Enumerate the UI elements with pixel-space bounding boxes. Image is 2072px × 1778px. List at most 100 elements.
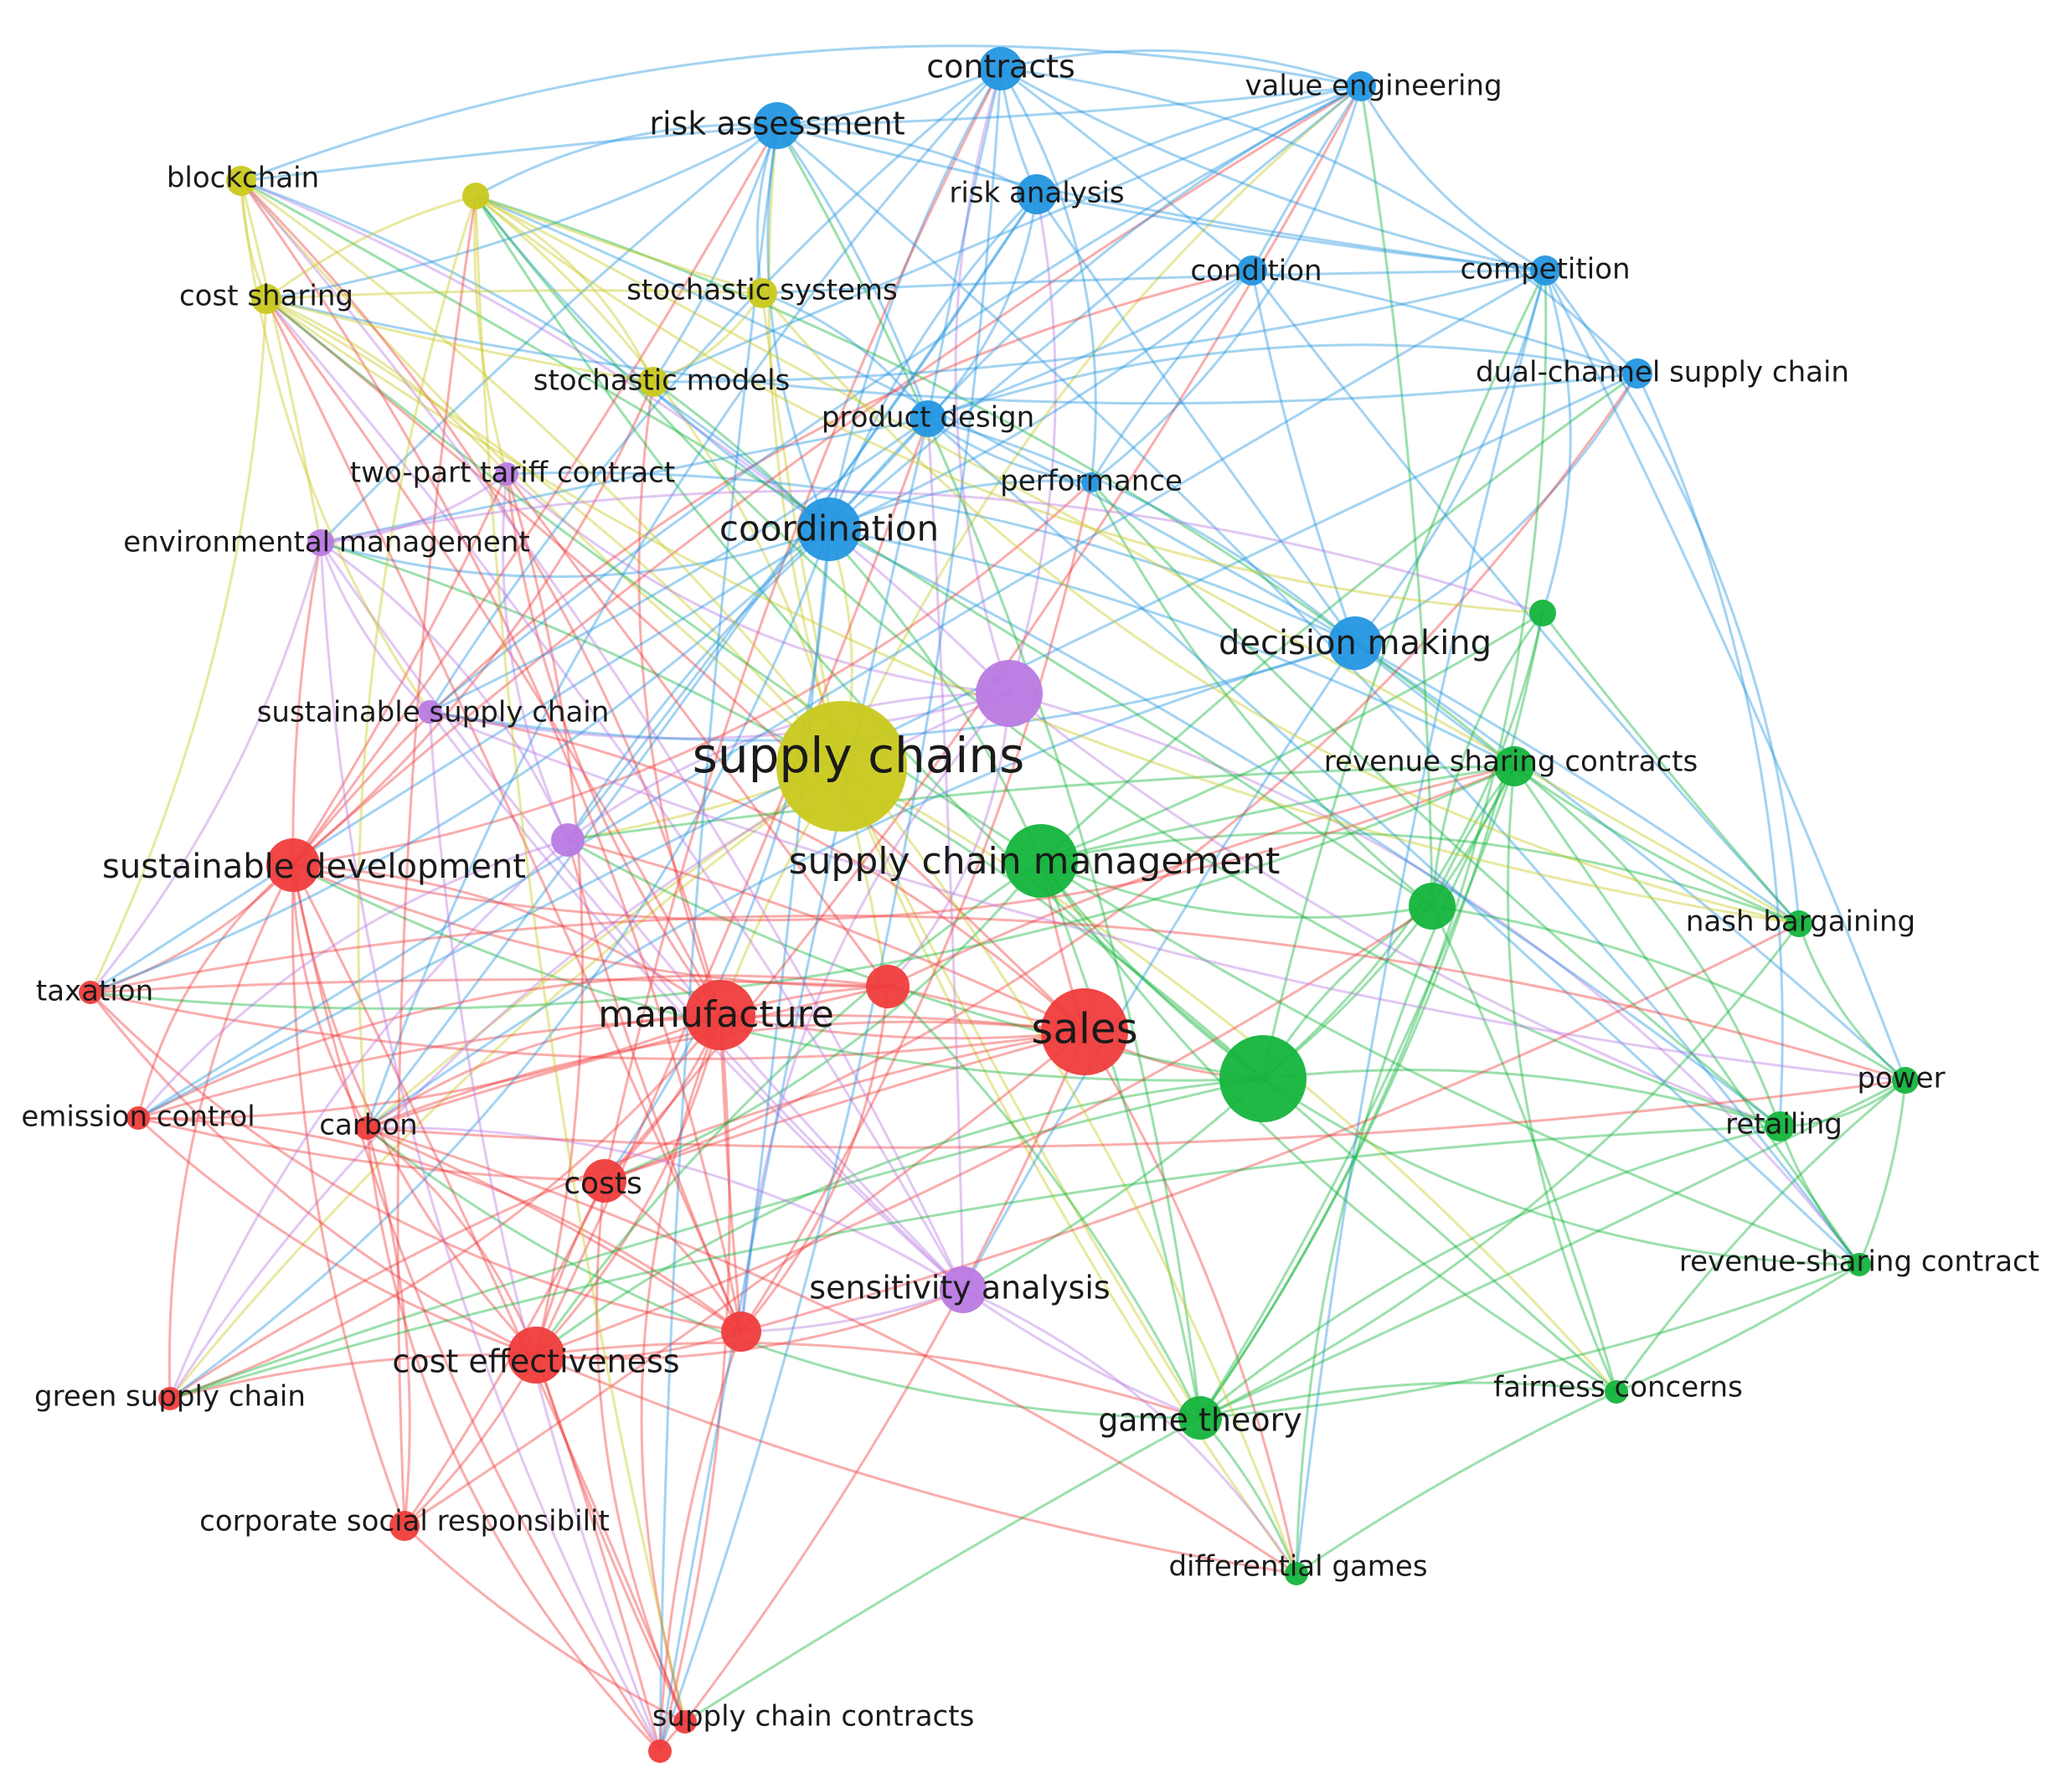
node-sales[interactable] (1041, 988, 1128, 1075)
edge-sustainable-development-performance (292, 481, 1093, 867)
edge-red-mid-taxation (90, 977, 889, 994)
edge-game-theory-green-small (1198, 612, 1544, 1419)
node-power[interactable] (1892, 1067, 1919, 1094)
edge-coordination-costs (603, 528, 831, 1182)
node-environmental-management[interactable] (307, 529, 334, 556)
edge-carbon-corporate-social-responsibilit (365, 1127, 411, 1527)
edge-sustainable-development-taxation (90, 863, 295, 994)
edge-product-design-performance (927, 417, 1092, 484)
edge-carbon-red-bottom (365, 1127, 662, 1753)
node-differential-games[interactable] (1285, 1562, 1308, 1585)
edge-cost-effectiveness-green-mid (535, 904, 1433, 1357)
edge-coordination-condition (828, 269, 1253, 531)
node-taxation[interactable] (79, 981, 102, 1004)
edge-risk-assessment-cost-sharing (265, 124, 778, 301)
node-supply-chain-management[interactable] (1004, 824, 1078, 898)
edge-decision-making-carbon (366, 642, 1356, 1130)
edge-purple-hub-risk-analysis (1008, 193, 1057, 694)
edge-sensitivity-analysis-red-low (740, 1288, 964, 1333)
node-blockchain[interactable] (226, 166, 256, 196)
edge-costs-red-low (604, 1179, 743, 1332)
edge-risk-analysis-competition (1036, 193, 1546, 272)
node-dual-channel-supply-chain[interactable] (1622, 358, 1652, 389)
edge-risk-analysis-value-engineering (1036, 85, 1362, 196)
edge-yellow-small-supply-chain-contracts (474, 195, 687, 1723)
edge-retailing-revenue-sharing-contract (1778, 1126, 1861, 1265)
node-decision-making[interactable] (1328, 616, 1382, 670)
node-sustainable-development[interactable] (266, 838, 320, 892)
node-yellow-small[interactable] (462, 183, 489, 209)
node-carbon[interactable] (355, 1116, 379, 1140)
node-retailing[interactable] (1765, 1111, 1795, 1142)
edge-red-low-red-bottom (658, 1331, 743, 1752)
edge-yellow-small-corporate-social-responsibilit (396, 195, 477, 1527)
node-cost-effectiveness[interactable] (508, 1327, 564, 1384)
label-stochastic-systems: stochastic systems (626, 274, 898, 307)
node-corporate-social-responsibilit[interactable] (389, 1511, 420, 1541)
node-stochastic-systems[interactable] (747, 278, 777, 308)
edge-cost-effectiveness-green-supply-chain (169, 1353, 537, 1400)
node-nash-bargaining[interactable] (1786, 910, 1812, 937)
edge-risk-assessment-environmental-management (319, 124, 778, 544)
edge-supply-chain-management-revenue-sharing-contracts (1040, 765, 1515, 863)
node-red-mid[interactable] (866, 965, 910, 1008)
node-competition[interactable] (1530, 255, 1560, 286)
edge-sensitivity-analysis-purple-mid (566, 839, 965, 1291)
edge-sustainable-development-environmental-management (291, 542, 322, 866)
node-green-supply-chain[interactable] (158, 1387, 182, 1410)
edge-contracts-value-engineering (1000, 49, 1362, 88)
edge-manufacture-red-bottom (658, 1014, 731, 1752)
edge-manufacture-red-low (719, 1014, 743, 1332)
label-blockchain: blockchain (167, 162, 319, 195)
edge-risk-assessment-blockchain (240, 124, 778, 183)
node-green-hub[interactable] (1219, 1035, 1307, 1122)
label-decision-making: decision making (1219, 624, 1492, 662)
edge-layer (89, 44, 1907, 1753)
edge-purple-hub-revenue-sharing-contract (1008, 692, 1861, 1265)
node-value-engineering[interactable] (1346, 71, 1376, 101)
node-manufacture[interactable] (685, 980, 755, 1050)
edge-cost-effectiveness-two-part-tariff-contract (505, 473, 584, 1356)
node-stochastic-models[interactable] (638, 367, 668, 397)
node-two-part-tariff-contract[interactable] (495, 462, 518, 486)
node-condition[interactable] (1237, 255, 1267, 286)
node-supply-chain-contracts[interactable] (673, 1710, 697, 1734)
node-risk-assessment[interactable] (754, 102, 801, 149)
node-green-mid[interactable] (1409, 883, 1456, 930)
node-risk-analysis[interactable] (1017, 174, 1057, 214)
node-contracts[interactable] (979, 47, 1023, 90)
edge-environmental-management-red-bottom (319, 542, 662, 1752)
node-cost-sharing[interactable] (251, 284, 281, 314)
node-revenue-sharing-contract[interactable] (1848, 1253, 1871, 1276)
node-performance[interactable] (1081, 472, 1101, 492)
edge-purple-hub-blockchain (240, 179, 1011, 695)
node-red-low[interactable] (721, 1312, 761, 1352)
node-sustainable-supply-chain[interactable] (418, 700, 441, 724)
node-supply-chains[interactable] (776, 701, 907, 832)
node-purple-hub[interactable] (976, 660, 1043, 727)
node-red-bottom[interactable] (648, 1739, 672, 1763)
edge-environmental-management-taxation (89, 542, 322, 993)
edge-coordination-contracts (827, 68, 1002, 530)
edge-yellow-small-stochastic-systems (475, 194, 763, 295)
node-coordination[interactable] (797, 497, 861, 561)
edge-green-hub-revenue-sharing-contract (1262, 1077, 1860, 1266)
edge-sustainable-development-supply-chain-contracts (291, 864, 687, 1723)
node-fairness-concerns[interactable] (1605, 1380, 1628, 1404)
node-revenue-sharing-contracts[interactable] (1494, 746, 1534, 786)
node-sensitivity-analysis[interactable] (940, 1266, 987, 1313)
label-supply-chains: supply chains (693, 727, 1025, 784)
edge-game-theory-nash-bargaining (1199, 923, 1801, 1420)
edge-product-design-stochastic-systems (761, 291, 930, 420)
node-game-theory[interactable] (1178, 1396, 1222, 1440)
node-emission-control[interactable] (126, 1106, 150, 1130)
node-purple-mid[interactable] (551, 823, 585, 857)
node-costs[interactable] (583, 1159, 626, 1203)
edge-manufacture-cost-effectiveness (534, 1014, 722, 1357)
edge-costs-contracts (603, 68, 1002, 1182)
node-product-design[interactable] (910, 400, 946, 437)
node-green-small[interactable] (1529, 600, 1556, 626)
edge-decision-making-two-part-tariff-contract (506, 471, 1356, 645)
edge-supply-chains-stochastic-systems (760, 292, 843, 767)
